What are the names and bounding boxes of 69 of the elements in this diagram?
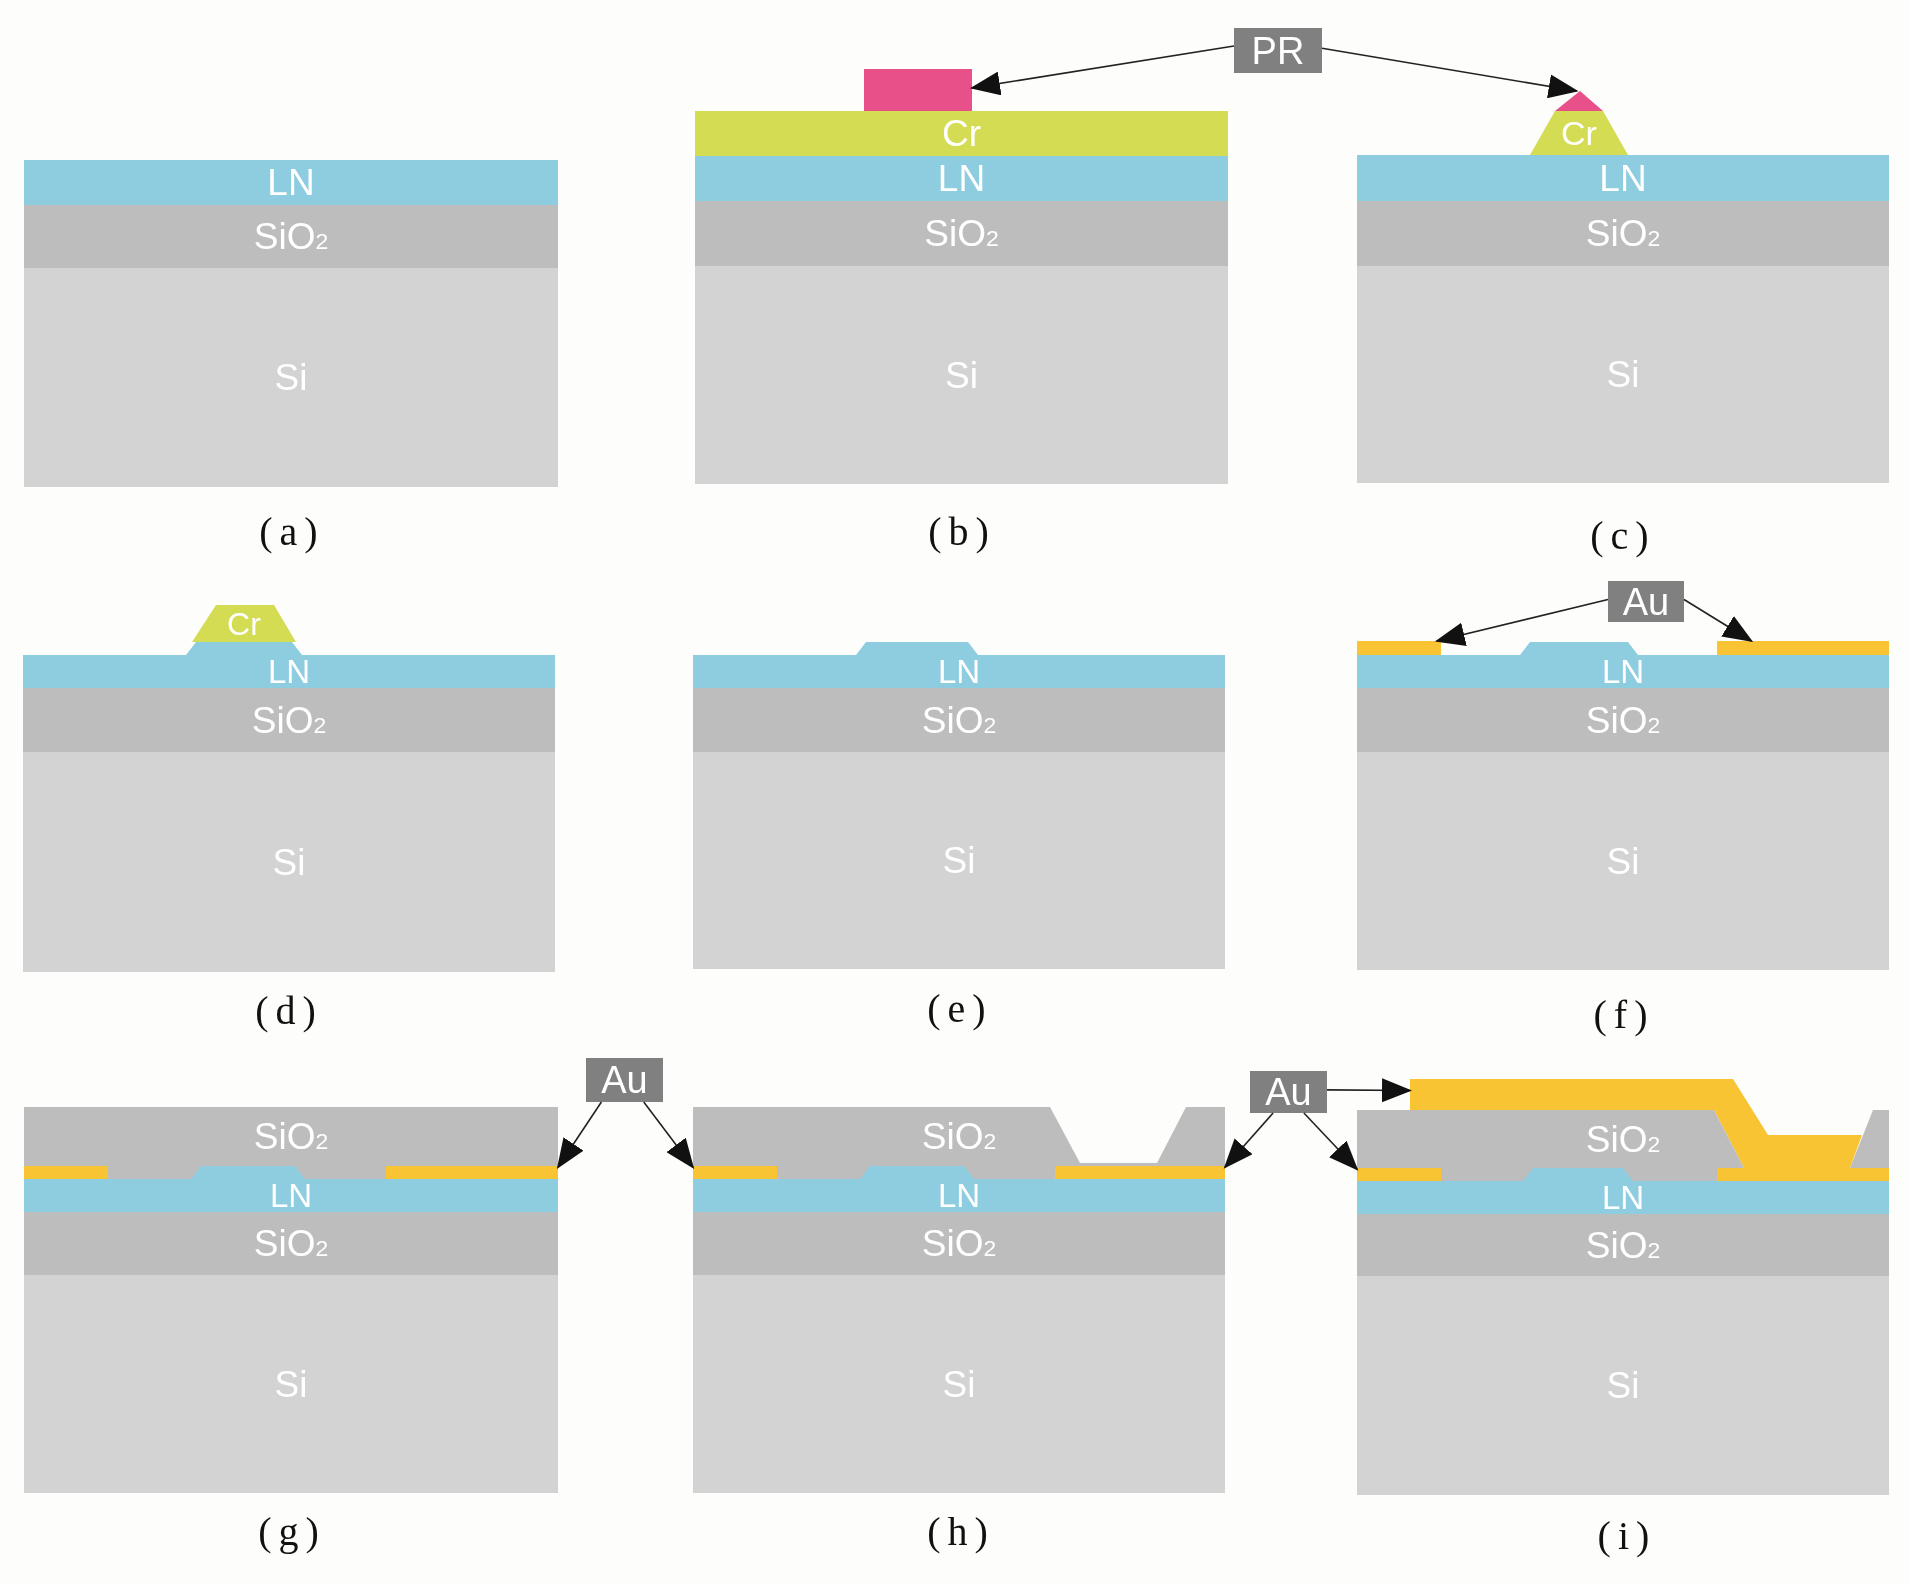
panel-label: (a) [259, 512, 325, 552]
arrow [1321, 47, 1579, 99]
panel-label: (d) [255, 991, 323, 1031]
sio2-layer [24, 1212, 558, 1275]
sio2-layer [1357, 688, 1889, 752]
callout-label: Au [1622, 582, 1670, 621]
layer-label: LN [1599, 159, 1647, 197]
si-substrate [693, 752, 1225, 969]
sio2-layer [23, 688, 555, 752]
label-tag [1250, 1071, 1327, 1113]
arrow [1326, 1078, 1412, 1103]
cr-layer [695, 111, 1228, 156]
arrow [1223, 1112, 1274, 1169]
si-substrate [24, 1275, 558, 1493]
panel-label: (f) [1593, 995, 1655, 1035]
photoresist [864, 69, 972, 111]
layer-label: LN [269, 1179, 313, 1212]
au-electrode [1357, 641, 1441, 655]
arrow [1303, 1112, 1359, 1171]
layer-label: Cr [1561, 116, 1597, 150]
panel-label: (h) [927, 1512, 995, 1552]
ln-layer [695, 156, 1228, 201]
panel-label: (g) [258, 1512, 326, 1552]
callout-label: Au [1265, 1073, 1312, 1111]
arrow [1683, 598, 1754, 643]
si-substrate [23, 752, 555, 972]
label-tag [586, 1058, 663, 1102]
layer-label: LN [937, 655, 981, 688]
arrow [642, 1101, 695, 1169]
si-substrate [693, 1275, 1225, 1493]
layer-label: Cr [941, 115, 981, 152]
au-electrode [1717, 1168, 1889, 1181]
sio2-layer [24, 205, 558, 268]
arrow [556, 1101, 603, 1169]
sio2-layer [1357, 1214, 1889, 1276]
arrow [1434, 598, 1609, 647]
ln-layer [1357, 155, 1889, 201]
sio2-layer [1357, 201, 1889, 266]
callout-label: PR [1251, 31, 1305, 70]
arrow [970, 45, 1235, 96]
label-tag [1608, 581, 1684, 622]
layer-label: LN [1601, 1181, 1645, 1214]
layer-label: LN [1601, 655, 1645, 688]
au-electrode [693, 1166, 777, 1179]
panel-label: (b) [928, 512, 996, 552]
si-substrate [1357, 266, 1889, 483]
layer-label: LN [937, 160, 986, 197]
si-substrate [24, 268, 558, 487]
layer-label: LN [267, 655, 311, 688]
panel-label: (c) [1590, 516, 1656, 556]
au-electrode [1717, 641, 1889, 655]
au-electrode [24, 1166, 108, 1179]
si-substrate [1357, 1276, 1889, 1495]
label-tag [1234, 28, 1322, 73]
au-electrode [386, 1166, 558, 1179]
sio2-layer [693, 688, 1225, 752]
ln-layer [24, 160, 558, 205]
layer-label: LN [267, 164, 315, 201]
au-electrode [1357, 1168, 1441, 1181]
layer-label: Cr [227, 607, 261, 640]
si-substrate [695, 266, 1228, 484]
sio2-layer [693, 1212, 1225, 1275]
panel-label: (e) [927, 989, 993, 1029]
callout-label: Au [601, 1061, 648, 1099]
panel-label: (i) [1597, 1516, 1657, 1556]
si-substrate [1357, 752, 1889, 970]
layer-label: LN [937, 1179, 981, 1212]
sio2-layer [695, 201, 1228, 266]
au-electrode [1055, 1166, 1225, 1179]
